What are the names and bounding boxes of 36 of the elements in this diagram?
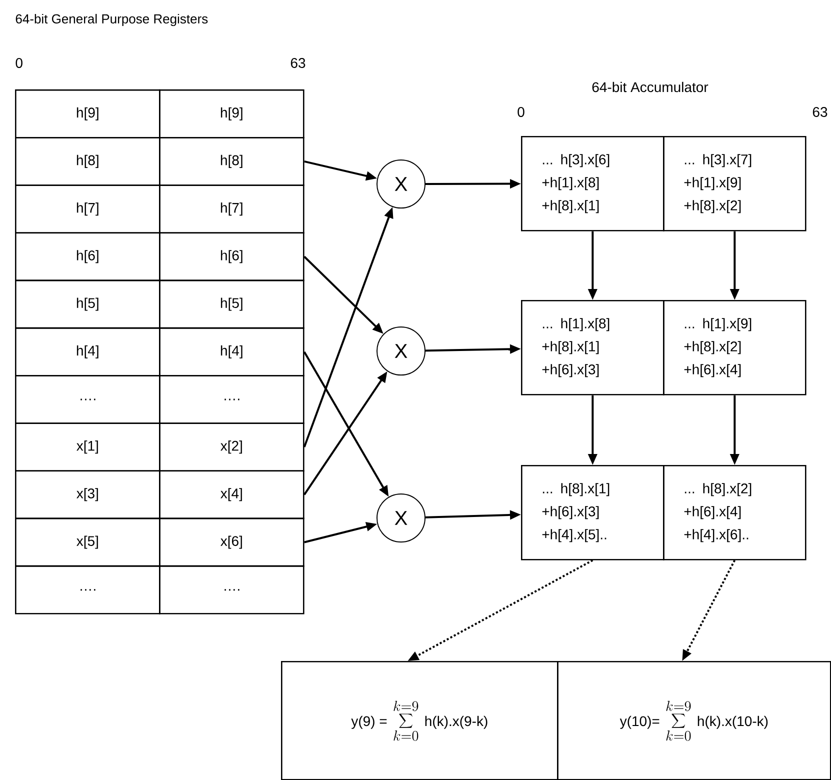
- accumulator-cell: ... h[1].x[8] +h[8].x[1] +h[6].x[3]: [521, 300, 664, 396]
- register-cell: x[2]: [159, 422, 304, 472]
- register-cell: x[3]: [15, 470, 160, 520]
- bit-label: 0: [518, 107, 524, 117]
- register-cell: h[8]: [159, 137, 304, 186]
- accumulator-cell: ... h[8].x[2] +h[6].x[4] +h[4].x[6]..: [663, 465, 806, 560]
- bit-label: 63: [812, 107, 828, 117]
- bit-label: 64-bit Accumulator: [592, 82, 708, 92]
- accumulator-cell: ... h[3].x[7] +h[1].x[9] +h[8].x[2]: [663, 136, 806, 232]
- register-cell: h[8]: [15, 137, 160, 186]
- bit-label: 63: [290, 58, 306, 68]
- register-cell: ….: [15, 375, 160, 424]
- accumulator-cell: ... h[8].x[1] +h[6].x[3] +h[4].x[5]..: [521, 465, 664, 560]
- register-cell: h[9]: [159, 89, 304, 138]
- register-cell: h[4]: [159, 327, 304, 376]
- register-cell: x[6]: [159, 518, 304, 567]
- register-cell: x[1]: [15, 422, 160, 472]
- register-cell: h[7]: [15, 184, 160, 234]
- accumulator-cell: ... h[3].x[6] +h[1].x[8] +h[8].x[1]: [521, 136, 664, 232]
- register-cell: h[4]: [15, 327, 160, 376]
- formula-box: y(10)= $\sum_{k=0}^{k=9}$ h(k).x(10-k): [557, 661, 831, 780]
- register-cell: x[4]: [159, 470, 304, 520]
- register-cell: h[6]: [159, 232, 304, 282]
- register-cell: h[6]: [15, 232, 160, 282]
- register-cell: ….: [159, 375, 304, 424]
- register-cell: ….: [15, 565, 160, 614]
- accumulator-cell: ... h[1].x[9] +h[8].x[2] +h[6].x[4]: [663, 300, 806, 396]
- register-cell: h[5]: [159, 280, 304, 329]
- register-cell: ….: [159, 565, 304, 614]
- heading: 64-bit General Purpose Registers: [16, 14, 208, 26]
- register-cell: h[5]: [15, 280, 160, 329]
- register-cell: h[7]: [159, 184, 304, 234]
- register-cell: h[9]: [15, 89, 160, 138]
- register-cell: x[5]: [15, 518, 160, 567]
- bit-label: 0: [16, 58, 22, 68]
- formula-box: y(9) = $\sum_{k=0}^{k=9}$ h(k).x(9-k): [281, 661, 558, 780]
